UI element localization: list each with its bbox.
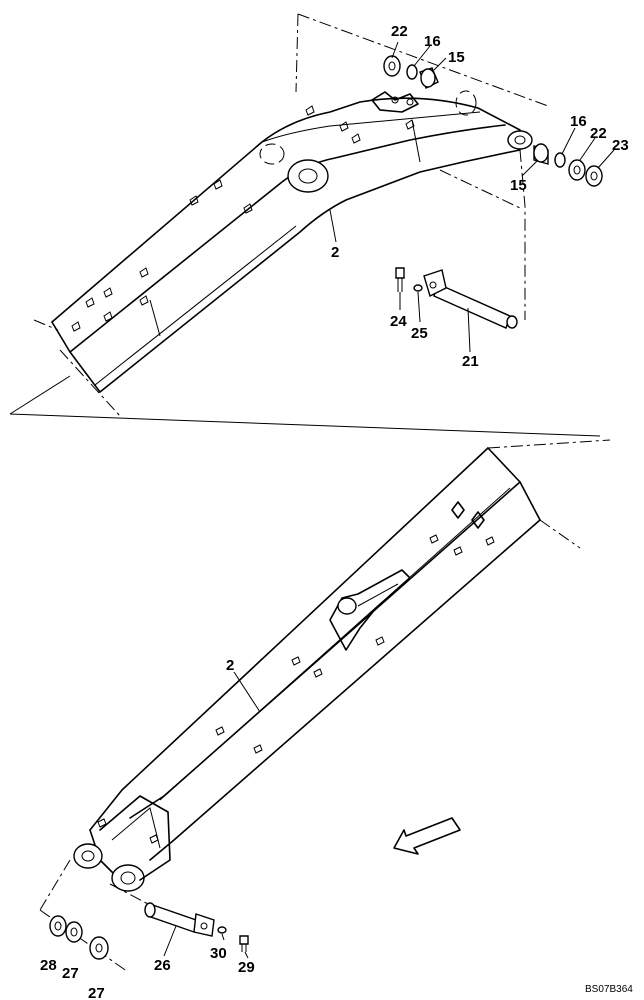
bolt-29 [239, 935, 249, 952]
arm-lower-section [73, 447, 541, 892]
washer-27a [65, 921, 83, 943]
washer-23 [585, 165, 603, 187]
o-ring-16-upper [406, 64, 418, 80]
leaders-lower [163, 671, 261, 959]
bushing-15-upper [419, 67, 439, 89]
leader-line [33, 319, 59, 331]
leaders-upper [329, 41, 615, 353]
callout-16: 16 [570, 113, 587, 130]
washer-28 [49, 915, 67, 937]
break-line [9, 375, 71, 415]
pin-21 [423, 269, 518, 329]
callout-27: 27 [62, 965, 79, 982]
leader-line [295, 13, 299, 93]
callout-16: 16 [424, 33, 441, 50]
break-line [9, 413, 601, 437]
drawing-reference-code: BS07B364 [585, 984, 633, 995]
callout-2: 2 [331, 244, 339, 261]
callout-28: 28 [40, 957, 57, 974]
callout-22: 22 [590, 125, 607, 142]
leader-line [487, 439, 611, 449]
o-ring-16-lower [554, 152, 566, 168]
callout-30: 30 [210, 945, 227, 962]
callout-labels: 22 16 15 16 22 23 15 2 24 25 21 2 28 27 … [40, 23, 629, 1000]
washer-27b [89, 936, 109, 960]
washer-22-upper [383, 55, 401, 77]
callout-25: 25 [411, 325, 428, 342]
pin-26 [144, 902, 215, 937]
leader-line [519, 149, 526, 320]
bushing-15-lower [533, 143, 549, 165]
callout-22: 22 [391, 23, 408, 40]
callout-27: 27 [88, 985, 105, 1000]
bolt-24 [395, 267, 405, 292]
leader-line [439, 169, 521, 209]
leader-line [39, 859, 71, 911]
leader-line [59, 349, 121, 417]
front-direction-arrow [393, 817, 461, 855]
callout-21: 21 [462, 353, 479, 370]
callout-26: 26 [154, 957, 171, 974]
callout-24: 24 [390, 313, 407, 330]
washer-22-lower [568, 159, 586, 181]
washer-25 [413, 284, 423, 292]
washer-30 [217, 926, 227, 934]
callout-2: 2 [226, 657, 234, 674]
callout-29: 29 [238, 959, 255, 976]
callout-15: 15 [448, 49, 465, 66]
callout-23: 23 [612, 137, 629, 154]
callout-15: 15 [510, 177, 527, 194]
leader-line [539, 519, 581, 549]
leader-line [297, 13, 549, 107]
boom-upper-section [51, 90, 533, 393]
